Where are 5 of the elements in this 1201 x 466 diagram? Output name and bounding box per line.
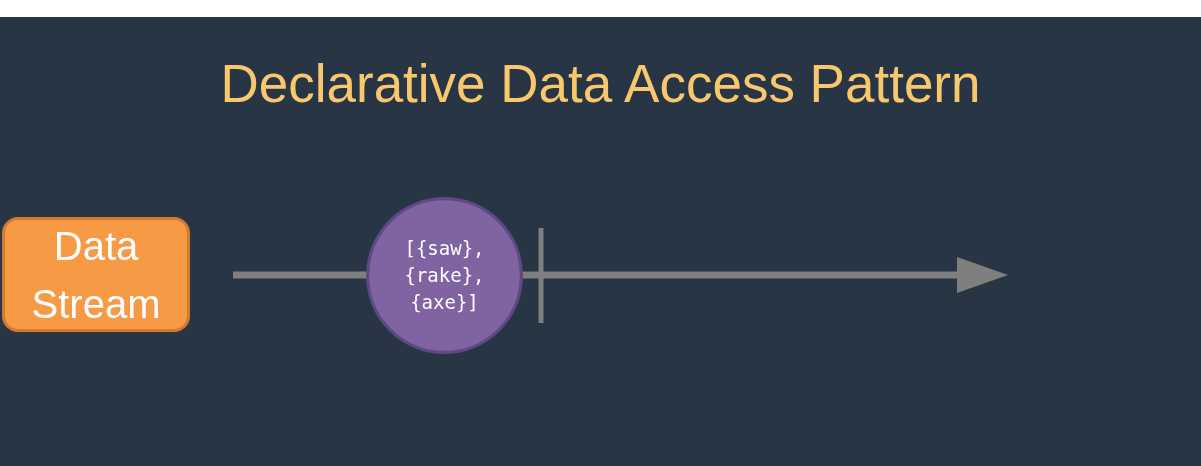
stream-box: [2, 217, 190, 332]
box-label: Data Stream: [30, 222, 162, 328]
marble-circle: [366, 197, 523, 354]
marble-label: [{saw}, {rake}, {axe}]: [403, 236, 486, 315]
title: Declarative Data Access Pattern: [219, 53, 982, 115]
